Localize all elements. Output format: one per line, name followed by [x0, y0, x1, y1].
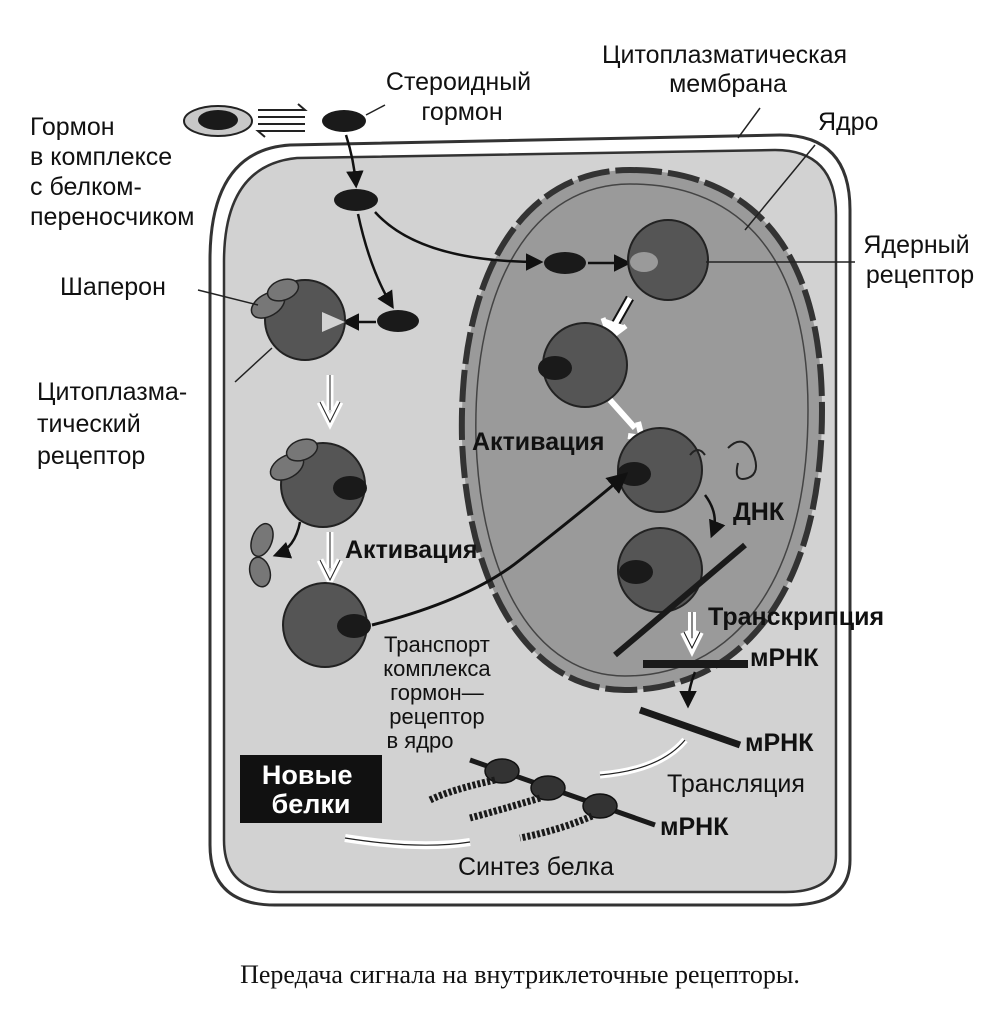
mrna-export-arrow — [679, 671, 697, 709]
dna-binding-arrow — [703, 494, 726, 539]
mrna-label-3: мРНК — [660, 813, 729, 841]
activation-nucleus-label: Активация — [472, 428, 604, 456]
new-proteins-box — [240, 755, 382, 823]
cytoplasmic-receptor-label: Цитоплазма- тический рецептор — [37, 378, 194, 470]
ribosome-2 — [530, 775, 566, 801]
released-chaperone — [248, 522, 274, 588]
nuclear-envelope-inner — [475, 183, 809, 677]
receptor-with-chaperone — [269, 438, 367, 528]
chaperone-receptor-complex — [250, 278, 346, 361]
protein-synthesis-arrow-outline — [344, 837, 471, 846]
chaperone-label: Шаперон — [60, 273, 166, 301]
ribosomes — [484, 758, 618, 819]
translation-label: Трансляция — [667, 770, 805, 798]
figure-caption: Передача сигнала на внутриклеточные реце… — [240, 960, 800, 989]
receptor-on-dna — [617, 527, 703, 613]
hormone-near-cytoplasmic-receptor — [377, 310, 419, 332]
arrow-to-nucleus — [374, 211, 544, 271]
hormone-complex-label: Гормон в комплексе с белком- переносчико… — [30, 113, 194, 231]
steroid-hormone-label: Стероидный гормон — [386, 68, 538, 126]
dna-strand-fragment — [727, 440, 758, 480]
cytoplasmic-receptor-pointer — [234, 347, 273, 383]
arrow-entry — [344, 134, 364, 189]
hormone-carrier-complex — [183, 105, 253, 137]
hormone-in-cytoplasm — [334, 189, 378, 211]
ribosome-3 — [582, 793, 618, 819]
ribosome-1 — [484, 758, 520, 784]
hormone-receptor-complex-1 — [538, 322, 628, 408]
nucleus-pointer — [744, 144, 816, 231]
transport-label: Транспорт комплекса гормон— рецептор в я… — [383, 632, 496, 753]
arrow-to-cytoplasmic-receptor — [356, 213, 394, 309]
mrna-in-nucleus — [643, 660, 748, 668]
protein-synthesis-label: Синтез белка — [458, 853, 614, 881]
white-arrow-down-1-outline — [319, 375, 341, 424]
nucleus-label: Ядро — [818, 108, 878, 136]
nuclear-receptor-label: Ядерный рецептор — [863, 231, 976, 289]
transcription-label: Транскрипция — [708, 603, 884, 631]
equilibrium-arrows — [255, 103, 308, 138]
membrane-label: Цитоплазматическая мембрана — [602, 41, 854, 98]
steroid-hormone-pointer — [365, 104, 386, 116]
membrane-pointer — [737, 107, 761, 139]
mrna-in-cytoplasm — [638, 706, 742, 749]
mrna-label-2: мРНК — [745, 729, 814, 757]
translation-arrow-outline — [599, 739, 686, 776]
activated-cytoplasmic-complex — [282, 582, 371, 668]
polypeptide-chains — [428, 776, 594, 842]
new-proteins-label: Новые белки — [262, 760, 360, 819]
dna-strand — [613, 542, 747, 658]
hormone-at-nucleus — [544, 252, 586, 274]
activated-receptor — [617, 427, 706, 513]
dna-label: ДНК — [733, 498, 785, 526]
transcription-arrow-outline — [683, 612, 701, 650]
nuclear-receptor — [627, 219, 709, 301]
transport-arrow — [371, 472, 629, 627]
chaperone-pointer — [197, 289, 259, 306]
mrna-label-1: мРНК — [750, 644, 819, 672]
activation-cytoplasm-label: Активация — [345, 536, 477, 564]
white-arrow-down-2-outline — [319, 532, 341, 582]
cytoplasmic-membrane-outer — [208, 133, 852, 907]
chaperone-release-arrow — [272, 521, 302, 559]
bound-hormone — [198, 110, 238, 130]
free-steroid-hormone — [322, 110, 366, 132]
